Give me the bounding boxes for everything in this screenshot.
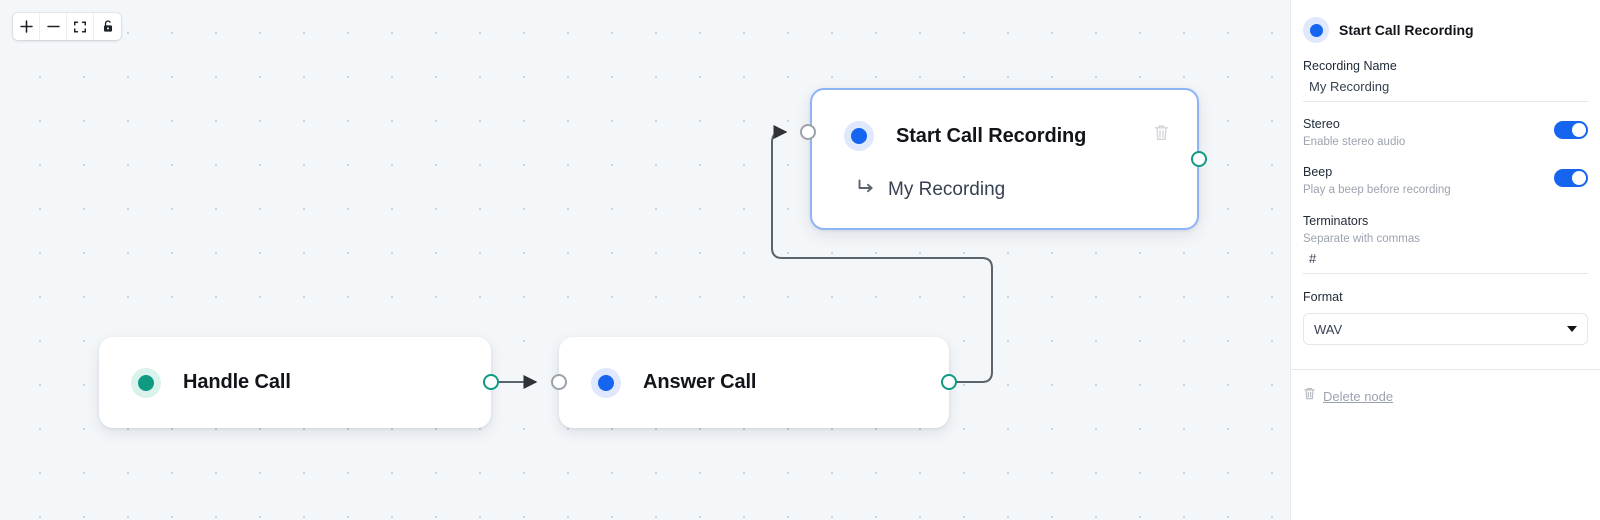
- zoom-in-button[interactable]: [13, 13, 40, 40]
- node-title: Start Call Recording: [896, 124, 1087, 147]
- answer-call-output-handle[interactable]: [941, 374, 957, 390]
- lock-icon: [101, 19, 115, 34]
- recording-name-input[interactable]: [1303, 75, 1588, 102]
- terminators-label: Terminators: [1303, 214, 1369, 228]
- stereo-label: Stereo: [1303, 117, 1340, 131]
- lock-button[interactable]: [94, 13, 121, 40]
- stereo-toggle[interactable]: [1554, 121, 1588, 139]
- beep-text-group: Beep Play a beep before recording: [1303, 164, 1451, 198]
- panel-status-dot-icon: [1303, 17, 1329, 43]
- node-properties-panel: Start Call Recording Recording Name Ster…: [1290, 0, 1600, 520]
- panel-divider: [1291, 369, 1600, 370]
- node-subtitle: My Recording: [888, 178, 1006, 200]
- stereo-text-group: Stereo Enable stereo audio: [1303, 116, 1405, 150]
- node-header-row: Handle Call: [99, 337, 491, 428]
- panel-header: Start Call Recording: [1291, 0, 1600, 43]
- plus-icon: [19, 19, 34, 34]
- canvas-toolbar: [13, 13, 121, 40]
- terminators-help: Separate with commas: [1303, 233, 1420, 245]
- start-recording-output-handle[interactable]: [1191, 151, 1207, 167]
- branch-arrow-icon: [856, 178, 876, 201]
- format-selected-value: WAV: [1314, 321, 1343, 337]
- start-recording-input-handle[interactable]: [800, 124, 816, 140]
- node-subtitle-row: My Recording: [812, 178, 1197, 201]
- node-delete-icon[interactable]: [1153, 123, 1170, 147]
- minus-icon: [46, 19, 61, 34]
- format-select[interactable]: WAV: [1303, 313, 1588, 345]
- handle-call-output-handle[interactable]: [483, 374, 499, 390]
- field-format: Format WAV: [1303, 289, 1588, 345]
- node-title: Answer Call: [643, 371, 757, 393]
- fit-view-button[interactable]: [67, 13, 94, 40]
- node-header-row: Start Call Recording: [812, 90, 1197, 151]
- stereo-help: Enable stereo audio: [1303, 136, 1406, 148]
- field-beep: Beep Play a beep before recording: [1303, 164, 1588, 198]
- format-label: Format: [1303, 290, 1343, 304]
- panel-body: Recording Name Stereo Enable stereo audi…: [1291, 58, 1600, 345]
- fit-view-icon: [73, 20, 87, 34]
- panel-title: Start Call Recording: [1339, 22, 1474, 38]
- terminators-input[interactable]: [1303, 247, 1588, 274]
- field-stereo: Stereo Enable stereo audio: [1303, 116, 1588, 150]
- node-status-dot-icon: [591, 367, 621, 398]
- delete-node-label: Delete node: [1323, 388, 1394, 404]
- node-status-dot-icon: [131, 367, 161, 398]
- node-header-row: Answer Call: [559, 337, 949, 428]
- chevron-down-icon: [1567, 326, 1577, 332]
- field-terminators: Terminators Separate with commas: [1303, 213, 1588, 274]
- delete-node-button[interactable]: Delete node: [1291, 370, 1600, 406]
- beep-help: Play a beep before recording: [1303, 184, 1451, 196]
- zoom-out-button[interactable]: [40, 13, 67, 40]
- node-handle-call[interactable]: Handle Call: [99, 337, 491, 428]
- answer-call-input-handle[interactable]: [551, 374, 567, 390]
- edges-layer: [498, 125, 993, 389]
- recording-name-label: Recording Name: [1303, 59, 1397, 73]
- flow-canvas[interactable]: Handle Call Answer Call Start Call Recor…: [0, 0, 1290, 520]
- beep-toggle[interactable]: [1554, 169, 1588, 187]
- node-title: Handle Call: [183, 371, 291, 393]
- node-status-dot-icon: [844, 121, 874, 151]
- beep-label: Beep: [1303, 165, 1333, 179]
- field-recording-name: Recording Name: [1303, 58, 1588, 102]
- node-start-call-recording[interactable]: Start Call Recording: [810, 88, 1199, 230]
- trash-icon: [1303, 386, 1316, 406]
- node-answer-call[interactable]: Answer Call: [559, 337, 949, 428]
